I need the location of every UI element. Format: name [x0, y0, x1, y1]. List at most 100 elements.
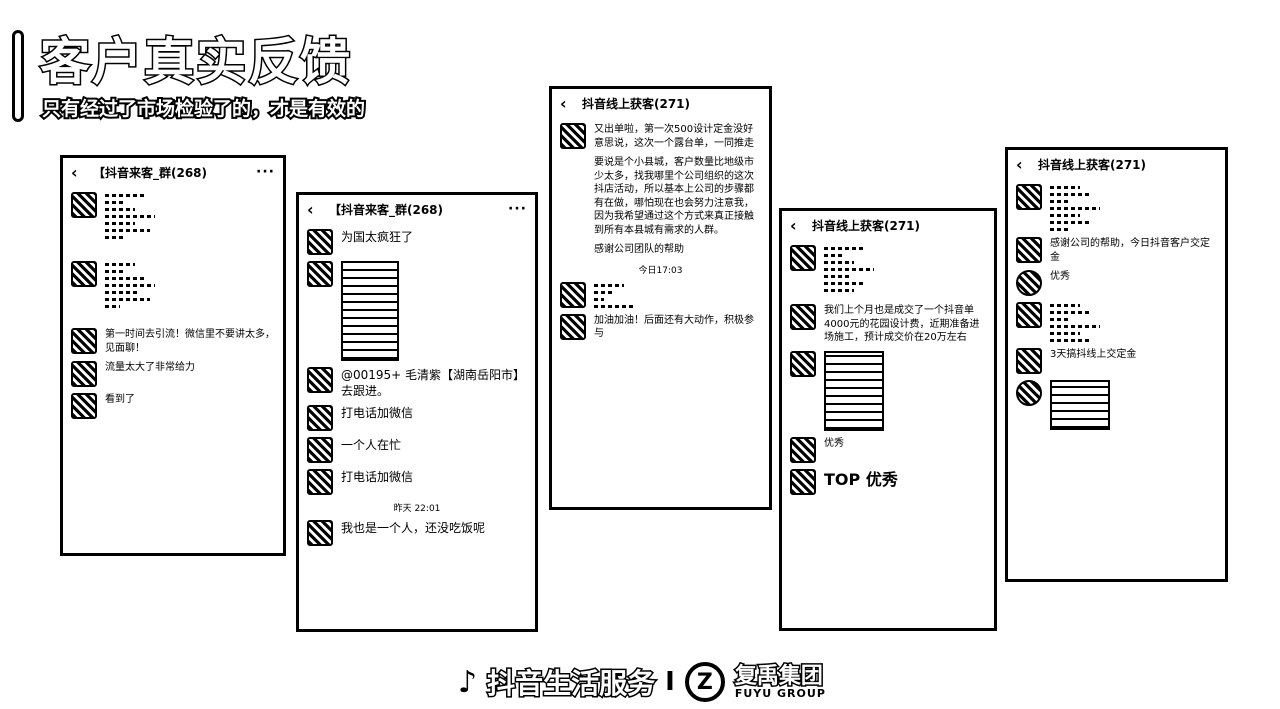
chat-message: TOP 优秀 — [790, 468, 986, 495]
douyin-logo-icon: ♪ — [458, 664, 478, 700]
chat-topbar: ‹ 【抖音来客_群(268) ··· — [299, 195, 535, 223]
chat-title: 抖音线上获客(271) — [582, 96, 691, 111]
chat-message — [1016, 184, 1217, 231]
avatar — [1016, 270, 1042, 296]
message-timestamp: 昨天 22:01 — [393, 504, 441, 515]
chat-message: 感谢公司的帮助，今日抖音客户交定金 — [1016, 237, 1217, 264]
avatar — [790, 245, 816, 271]
avatar — [307, 367, 333, 393]
avatar — [307, 469, 333, 496]
message-text: 打电话加微信 — [341, 470, 414, 485]
shared-image[interactable] — [341, 261, 399, 361]
blurred-message — [105, 261, 165, 308]
avatar — [560, 281, 586, 308]
avatar — [307, 437, 333, 464]
chat-topbar: ‹ 【抖音来客_群(268) ··· — [63, 158, 283, 186]
chat-title: 【抖音来客_群(268) — [329, 202, 444, 217]
back-arrow-icon[interactable]: ‹ — [1016, 154, 1023, 174]
message-text: 看到了 — [105, 394, 135, 405]
avatar — [71, 361, 97, 387]
chat-message: 加油加油！后面还有大动作，积极参与 — [560, 313, 761, 341]
chat-message: 打电话加微信 — [307, 405, 527, 432]
chat-title: 【抖音来客_群(268) — [93, 165, 208, 180]
message-timestamp: 今日17:03 — [638, 265, 683, 276]
chat-message — [71, 261, 275, 308]
message-text: @00195+ 毛清紫【湖南岳阳市】 去跟进。 — [341, 368, 526, 399]
avatar — [560, 313, 586, 340]
fuyu-group-name: 复禹集团 FUYU GROUP — [733, 663, 826, 700]
page-title: 客户真实反馈 — [39, 32, 352, 93]
avatar — [307, 405, 333, 432]
more-options-icon[interactable]: ··· — [256, 164, 275, 180]
sticker-image[interactable] — [824, 350, 884, 431]
avatar — [1016, 348, 1042, 374]
avatar — [71, 328, 97, 354]
chat-message: 为国太疯狂了 — [307, 229, 527, 255]
chat-title: 抖音线上获客(271) — [1038, 157, 1147, 172]
avatar — [71, 393, 97, 419]
fuyu-group-cn: 复禹集团 — [733, 663, 824, 689]
avatar — [790, 304, 816, 330]
chat-screenshot-1: ‹ 【抖音来客_群(268) ··· 第一时间去引流！微信里不要讲太多，见面聊！… — [60, 155, 286, 556]
message-text: 打电话加微信 — [341, 406, 414, 421]
chat-message: 优秀 — [1016, 270, 1217, 296]
message-text: 加油加油！后面还有大动作，积极参与 — [594, 314, 754, 340]
chat-message: 打电话加微信 — [307, 469, 527, 496]
chat-message — [1016, 380, 1217, 430]
chat-message — [790, 350, 986, 431]
message-text: 3天搞抖线上交定金 — [1050, 349, 1137, 360]
blurred-message — [1050, 184, 1110, 231]
thumbs-up-sticker[interactable] — [1050, 380, 1110, 430]
back-arrow-icon[interactable]: ‹ — [790, 215, 797, 235]
avatar — [307, 261, 333, 287]
avatar — [71, 192, 97, 218]
chat-message — [307, 261, 527, 361]
back-arrow-icon[interactable]: ‹ — [560, 93, 567, 113]
page-subtitle: 只有经过了市场检验了的，才是有效的 — [40, 96, 367, 122]
fuyu-logo-icon: Z — [684, 662, 725, 702]
avatar — [560, 123, 586, 149]
message-text: 第一时间去引流！微信里不要讲太多，见面聊！ — [105, 329, 275, 354]
chat-screenshot-3: ‹ 抖音线上获客(271) 又出单啦，第一次500设计定金没好意思说，这次一个露… — [549, 86, 772, 510]
message-text: 感谢公司团队的帮助 — [594, 244, 684, 255]
chat-message: 流量太大了非常给力 — [71, 361, 275, 387]
message-text: 我也是一个人，还没吃饭呢 — [341, 521, 486, 536]
message-text: 优秀 — [824, 437, 844, 449]
chat-message: 我们上个月也是成交了一个抖音单 4000元的花园设计费，近期准备进场施工，预计成… — [790, 304, 986, 345]
chat-message: 一个人在忙 — [307, 437, 527, 464]
back-arrow-icon[interactable]: ‹ — [307, 199, 314, 219]
chat-topbar: ‹ 抖音线上获客(271) — [552, 89, 769, 117]
avatar — [1016, 184, 1042, 210]
chat-message: 我也是一个人，还没吃饭呢 — [307, 520, 527, 547]
avatar — [790, 436, 816, 463]
chat-message — [71, 192, 275, 239]
avatar — [1016, 302, 1042, 328]
back-arrow-icon[interactable]: ‹ — [71, 162, 78, 182]
chat-message — [1016, 302, 1217, 342]
chat-screenshot-4: ‹ 抖音线上获客(271) 我们上个月也是成交了一个抖音单 4000元的花园设计… — [779, 208, 997, 631]
avatar — [307, 229, 333, 255]
fuyu-group-en: FUYU GROUP — [734, 686, 826, 700]
chat-message — [790, 245, 986, 292]
chat-message — [560, 281, 761, 308]
chat-topbar: ‹ 抖音线上获客(271) — [782, 211, 994, 239]
message-text: 优秀 — [1050, 271, 1070, 282]
avatar — [307, 520, 333, 547]
message-group: 又出单啦，第一次500设计定金没好意思说，这次一个露台单，一同推走 要说是个小县… — [594, 123, 761, 257]
message-text: 流量太大了非常给力 — [105, 362, 195, 373]
header-accent-bar — [12, 30, 24, 122]
chat-message: 优秀 — [790, 436, 986, 463]
chat-topbar: ‹ 抖音线上获客(271) — [1008, 150, 1225, 178]
message-text: 一个人在忙 — [341, 438, 402, 453]
message-text: 要说是个小县城，客户数量比地级市少太多，找我哪里个公司组织的这次抖店活动，所以基… — [594, 157, 754, 236]
footer-separator: I — [665, 667, 675, 697]
footer-branding: ♪ 抖音生活服务 I Z 复禹集团 FUYU GROUP — [458, 662, 826, 702]
chat-message: 3天搞抖线上交定金 — [1016, 348, 1217, 374]
message-text: 为国太疯狂了 — [341, 230, 414, 244]
chat-title: 抖音线上获客(271) — [812, 218, 921, 233]
message-text: TOP 优秀 — [824, 469, 898, 489]
more-options-icon[interactable]: ··· — [508, 201, 527, 217]
message-text: 感谢公司的帮助，今日抖音客户交定金 — [1050, 238, 1210, 263]
message-text: 又出单啦，第一次500设计定金没好意思说，这次一个露台单，一同推走 — [594, 124, 754, 149]
message-text: 我们上个月也是成交了一个抖音单 4000元的花园设计费，近期准备进场施工，预计成… — [824, 305, 980, 343]
